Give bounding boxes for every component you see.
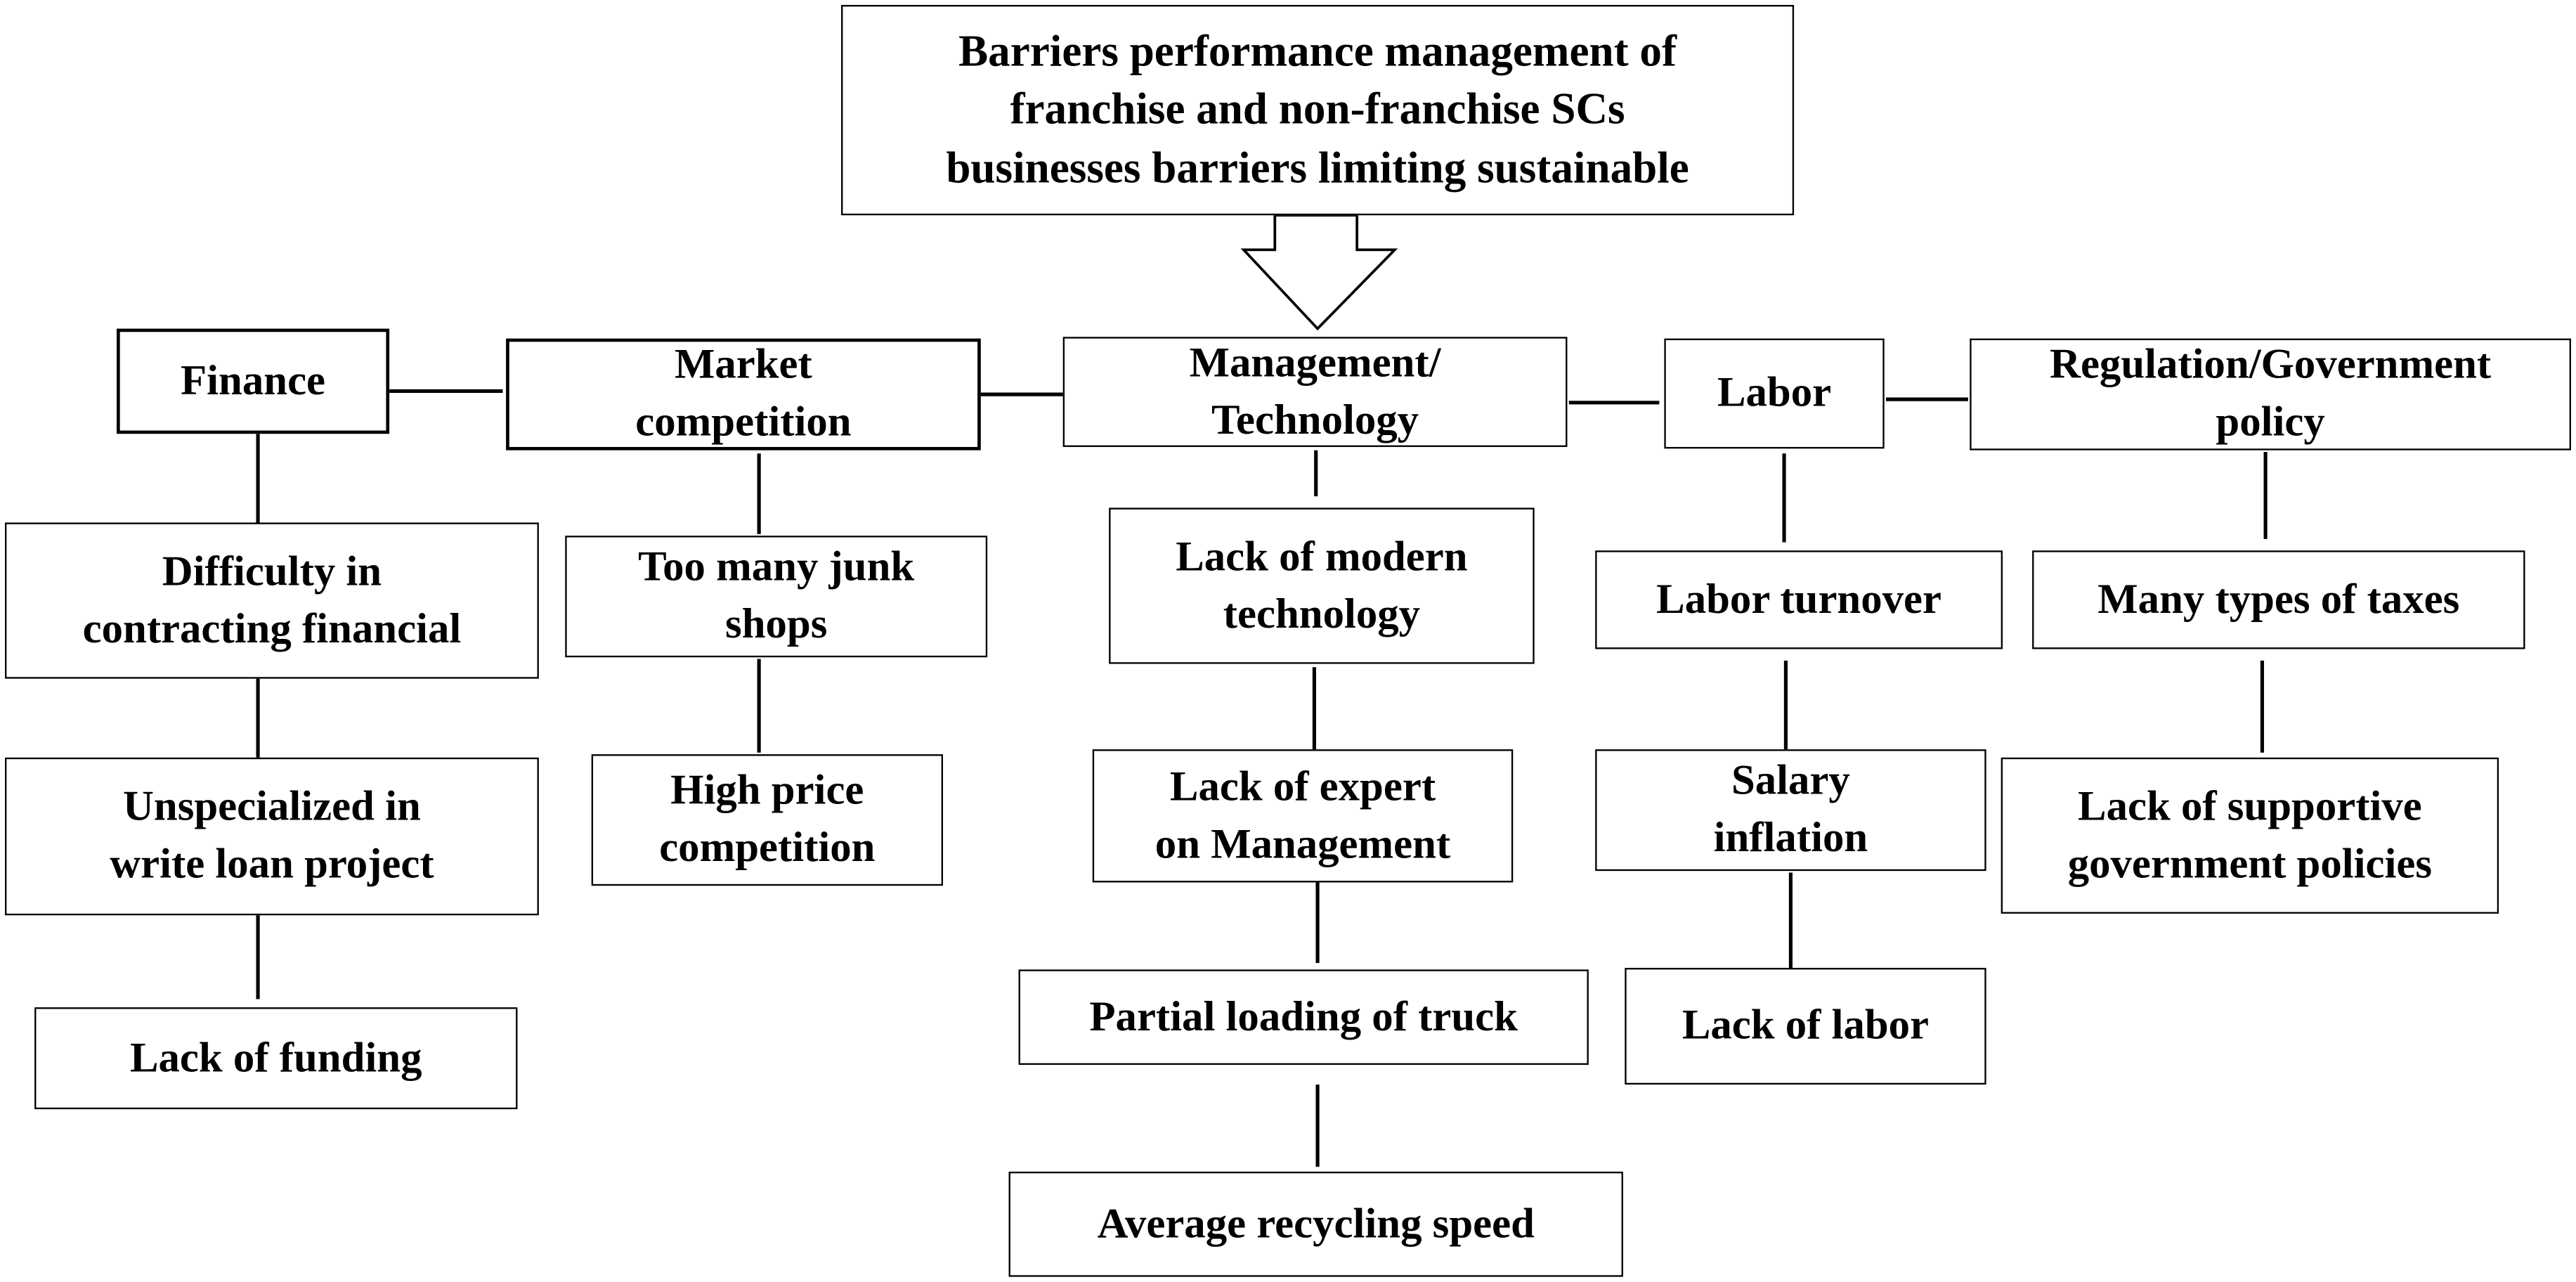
labor-item-lack-of-labor: Lack of labor	[1625, 968, 1986, 1085]
regulation-item-lack-supportive-policies: Lack of supportive government policies	[2001, 757, 2499, 914]
down-arrow	[1240, 214, 1398, 331]
regulation-item-many-taxes: Many types of taxes	[2032, 550, 2525, 649]
finance-item-lack-of-funding: Lack of funding	[34, 1007, 518, 1110]
category-regulation-government-policy: Regulation/Government policy	[1970, 338, 2571, 451]
management-item-average-recycling-speed: Average recycling speed	[1008, 1171, 1623, 1277]
market-item-high-price-competition: High price competition	[591, 754, 944, 886]
category-labor: Labor	[1664, 338, 1885, 449]
labor-item-salary-inflation: Salary inflation	[1595, 749, 1986, 872]
category-management-technology: Management/ Technology	[1062, 337, 1568, 447]
management-item-lack-modern-technology: Lack of modern technology	[1109, 507, 1535, 664]
category-market-competition: Market competition	[506, 338, 981, 451]
market-item-junk-shops: Too many junk shops	[565, 536, 988, 658]
category-finance: Finance	[116, 328, 390, 434]
finance-item-unspecialized-loan: Unspecialized in write loan project	[5, 757, 539, 916]
labor-item-turnover: Labor turnover	[1595, 550, 2003, 649]
diagram-title: Barriers performance management of franc…	[841, 5, 1795, 216]
finance-item-difficulty-contracting: Difficulty in contracting financial	[5, 522, 539, 679]
management-item-lack-expert: Lack of expert on Management	[1092, 749, 1514, 883]
management-item-partial-loading: Partial loading of truck	[1018, 969, 1589, 1066]
